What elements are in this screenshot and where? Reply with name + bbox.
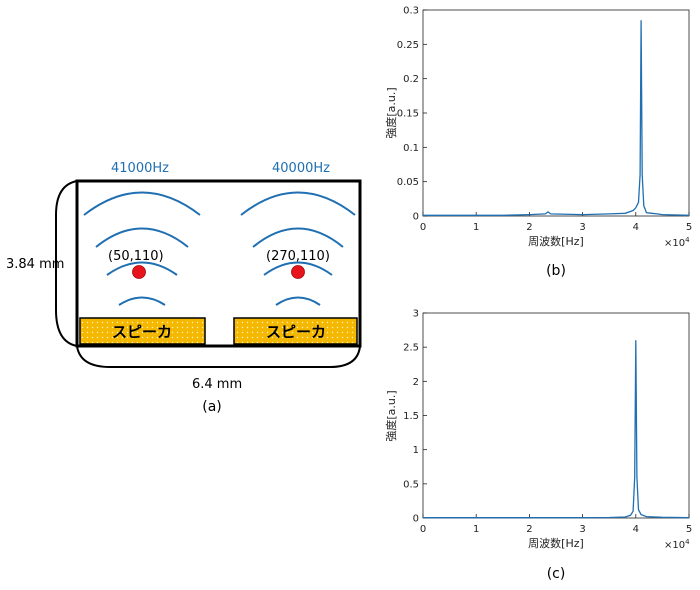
y-tick-label: 0.25 — [397, 40, 419, 51]
x-tick-label: 1 — [473, 524, 479, 535]
coord-label-right: (270,110) — [266, 249, 330, 264]
x-axis-label: 周波数[Hz] — [528, 537, 584, 550]
sound-waves-left — [83, 191, 201, 306]
measurement-point-left — [132, 265, 146, 279]
sound-waves-right — [240, 191, 356, 306]
freq-label-right: 40000Hz — [272, 161, 330, 176]
y-tick-label: 0.05 — [397, 177, 419, 188]
plot-area — [422, 312, 690, 519]
caption-b: (b) — [546, 263, 566, 279]
plot-area — [422, 9, 690, 217]
x-multiplier: ×104 — [664, 236, 690, 249]
speaker-label-left: スピーカ — [112, 323, 172, 341]
wave-arc — [83, 191, 201, 216]
wave-arc — [263, 261, 333, 276]
height-brace — [55, 180, 78, 347]
measurement-point-right — [291, 265, 305, 279]
y-tick-label: 1 — [413, 445, 419, 456]
x-tick-label: 4 — [633, 222, 639, 233]
width-label: 6.4 mm — [192, 377, 242, 392]
y-tick-label: 3 — [413, 309, 419, 320]
wave-arc — [252, 227, 344, 248]
x-tick-label: 4 — [633, 524, 639, 535]
y-tick-label: 0.1 — [403, 143, 419, 154]
height-label: 3.84 mm — [6, 257, 64, 272]
x-axis-label: 周波数[Hz] — [528, 235, 584, 248]
spectrum-chart-b: 0 0.05 0.1 0.15 0.2 0.25 0.3 0 1 2 3 4 5 周波数[Hz] 強度… — [384, 6, 692, 280]
y-tick-label: 2.5 — [403, 343, 419, 354]
x-tick-label: 3 — [579, 222, 585, 233]
caption-a: (a) — [202, 399, 222, 415]
y-tick-label: 1.5 — [403, 411, 419, 422]
y-tick-label: 2 — [413, 377, 419, 388]
wave-arc — [275, 296, 321, 306]
spectrum-chart-c: 0 0.5 1 1.5 2 2.5 3 0 1 2 3 4 5 周波数[Hz] 強度[a.u.] ×1… — [384, 309, 692, 583]
y-axis-label: 強度[a.u.] — [384, 87, 398, 138]
x-tick-label: 0 — [420, 222, 426, 233]
freq-label-left: 41000Hz — [111, 161, 169, 176]
y-tick-label: 0.2 — [403, 74, 419, 85]
y-tick-label: 0.5 — [403, 479, 419, 490]
x-multiplier: ×104 — [664, 538, 690, 551]
y-tick-label: 0.15 — [397, 109, 419, 120]
coord-label-left: (50,110) — [108, 249, 164, 264]
diagram-frame — [75, 179, 362, 348]
x-tick-label: 2 — [526, 524, 532, 535]
x-tick-label: 0 — [420, 524, 426, 535]
speaker-left — [79, 317, 206, 345]
x-tick-label: 5 — [686, 222, 692, 233]
spectrum-line — [423, 20, 690, 216]
speaker-diagram: 3.84 mm 6.4 mm 41000Hz 40000Hz (50,110) … — [6, 161, 362, 415]
x-tick-label: 1 — [473, 222, 479, 233]
wave-arc — [240, 191, 356, 216]
wave-arc — [118, 296, 166, 306]
x-tick-label: 5 — [686, 524, 692, 535]
spectrum-line — [423, 340, 690, 519]
width-brace — [76, 345, 361, 368]
caption-c: (c) — [547, 566, 566, 582]
y-tick-label: 0 — [413, 514, 419, 525]
wave-arc — [106, 261, 178, 276]
speaker-right — [233, 317, 358, 345]
y-tick-label: 0 — [413, 212, 419, 223]
speaker-label-right: スピーカ — [266, 323, 326, 341]
x-tick-label: 2 — [526, 222, 532, 233]
wave-arc — [95, 227, 189, 248]
y-tick-label: 0.3 — [403, 6, 419, 17]
y-axis-label: 強度[a.u.] — [384, 390, 398, 441]
x-tick-label: 3 — [579, 524, 585, 535]
